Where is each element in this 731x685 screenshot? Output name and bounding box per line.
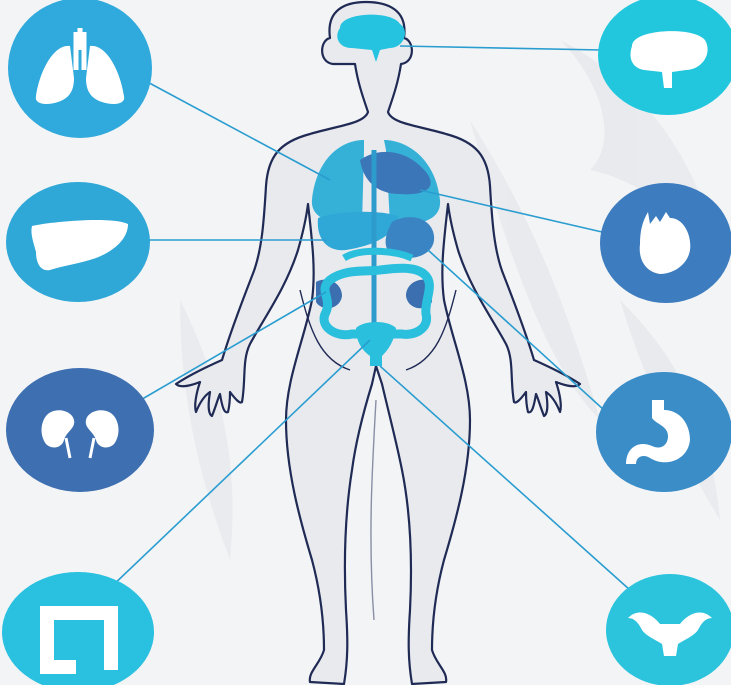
badge-lungs [8, 0, 152, 138]
badge-intestines [2, 572, 154, 685]
badge-heart [600, 183, 731, 303]
badge-uterus [606, 574, 731, 685]
badge-stomach [596, 372, 731, 492]
badge-liver [6, 182, 150, 302]
connector-lungs [140, 78, 330, 180]
badge-kidneys [6, 368, 154, 492]
